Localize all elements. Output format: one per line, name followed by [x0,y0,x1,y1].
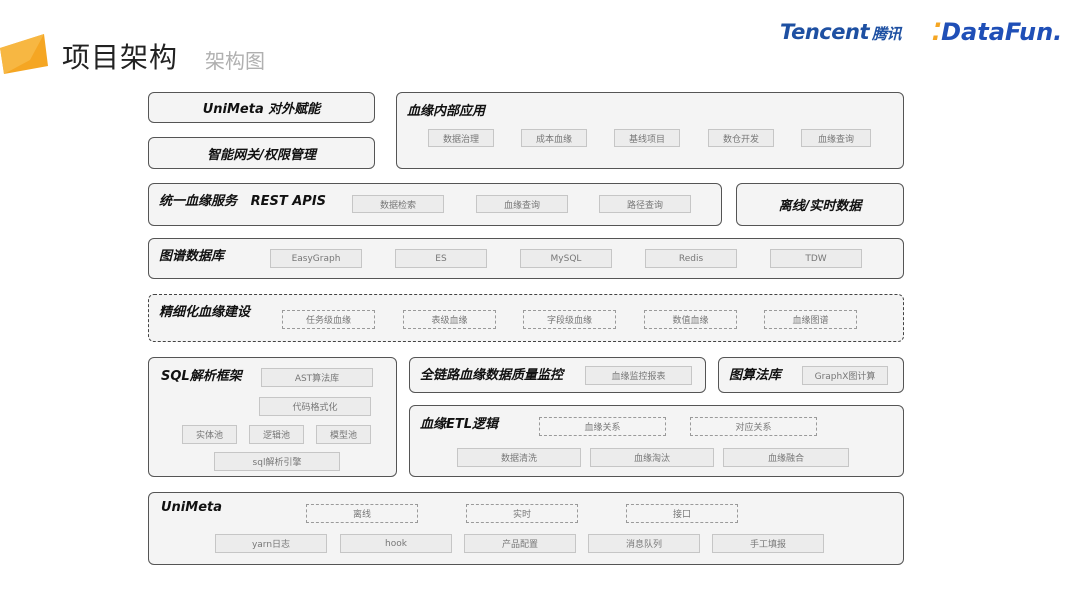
datafun-logo: ⁚DataFun. [932,18,1062,46]
fine-grained-chip: 数值血缘 [644,310,737,329]
pool-chip: 模型池 [316,425,371,444]
algo-lib-title: 图算法库 [729,368,782,383]
engine-chip: sql解析引擎 [214,452,340,471]
page-subtitle: 架构图 [205,49,265,73]
unimeta-source-chip: hook [340,534,452,553]
unimeta-source-chip: 消息队列 [588,534,700,553]
fine-grained-chip: 任务级血缘 [282,310,375,329]
pool-chip: 逻辑池 [249,425,304,444]
formatter-chip: 代码格式化 [259,397,371,416]
internal-app-chip: 数据治理 [428,129,494,147]
fine-grained-title: 精细化血缘建设 [159,305,251,320]
sql-parser-title: SQL解析框架 [161,369,242,384]
unimeta-source-chip: 产品配置 [464,534,576,553]
internal-app-chip: 血缘查询 [801,129,871,147]
etl-title: 血缘ETL逻辑 [420,417,499,432]
graph-db-chip: MySQL [520,249,612,268]
offline-realtime-panel: 离线/实时数据 [736,183,904,226]
graph-db-title: 图谱数据库 [159,249,225,264]
etl-step-chip: 数据清洗 [457,448,581,467]
internal-app-chip: 基线项目 [614,129,680,147]
service-api-chip: 血缘查询 [476,195,568,213]
etl-step-chip: 血缘融合 [723,448,849,467]
pool-chip: 实体池 [182,425,237,444]
service-api-chip: 数据检索 [352,195,444,213]
unimeta-panel: UniMeta [148,492,904,565]
unimeta-title: UniMeta [161,500,223,515]
algo-lib-chip: GraphX图计算 [802,366,888,385]
unimeta-source-chip: yarn日志 [215,534,327,553]
gateway-panel: 智能网关/权限管理 [148,137,375,169]
unimeta-mode-chip: 实时 [466,504,578,523]
fine-grained-chip: 血缘图谱 [764,310,857,329]
page-title: 项目架构 [62,41,179,74]
unimeta-mode-chip: 接口 [626,504,738,523]
datafun-dots-icon: ⁚ [932,18,942,46]
fine-grained-chip: 字段级血缘 [523,310,616,329]
etl-relation-chip: 对应关系 [690,417,817,436]
tencent-logo-cn: 腾讯 [872,25,902,43]
internal-apps-title: 血缘内部应用 [407,104,486,119]
unimeta-mode-chip: 离线 [306,504,418,523]
internal-app-chip: 成本血缘 [521,129,587,147]
tencent-logo-text: Tencent [780,20,870,44]
internal-app-chip: 数仓开发 [708,129,774,147]
graph-db-chip: ES [395,249,487,268]
unimeta-source-chip: 手工填报 [712,534,824,553]
unimeta-enable-title: UniMeta 对外赋能 [202,102,321,117]
graph-db-chip: Redis [645,249,737,268]
fine-grained-panel: 精细化血缘建设 [148,294,904,342]
etl-relation-chip: 血缘关系 [539,417,666,436]
gateway-title: 智能网关/权限管理 [207,147,316,163]
datafun-logo-text: DataFun. [941,18,1063,46]
etl-step-chip: 血缘淘汰 [590,448,714,467]
service-api-chip: 路径查询 [599,195,691,213]
graph-db-chip: EasyGraph [270,249,362,268]
unimeta-enable-panel: UniMeta 对外赋能 [148,92,375,123]
graph-db-chip: TDW [770,249,862,268]
fine-grained-chip: 表级血缘 [403,310,496,329]
accent-shape [0,34,48,74]
unified-service-title: 统一血缘服务 REST APIS [159,194,327,209]
quality-chip: 血缘监控报表 [585,366,692,385]
offline-realtime-title: 离线/实时数据 [778,199,862,214]
ast-chip: AST算法库 [261,368,373,387]
quality-title: 全链路血缘数据质量监控 [420,368,564,383]
